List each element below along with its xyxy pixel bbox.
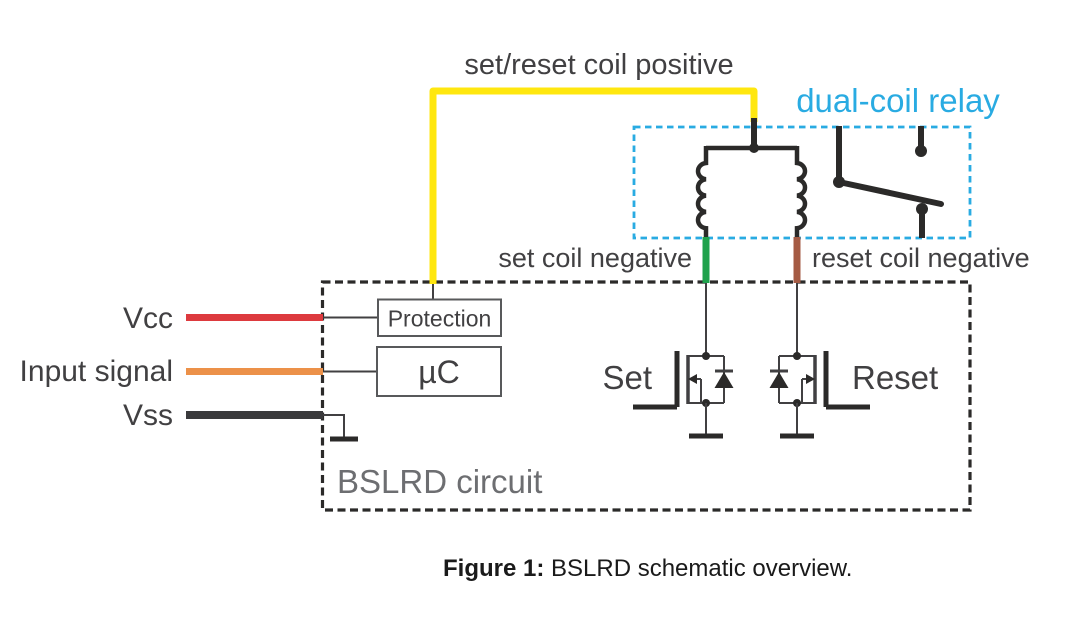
coil-positive-label: set/reset coil positive — [464, 49, 733, 81]
reset-coil-negative-label: reset coil negative — [812, 243, 1030, 273]
input-signal-label: Input signal — [20, 355, 173, 388]
set-label: Set — [602, 359, 652, 396]
mcu-box — [376, 346, 502, 397]
set-coil-symbol — [695, 146, 709, 239]
switch-upper-contact — [915, 145, 927, 157]
set-drain-junction — [702, 352, 710, 360]
set-coil-negative-label: set coil negative — [498, 243, 692, 273]
reset-mosfet-symbol — [769, 283, 870, 439]
reset-body-arrow-head — [806, 374, 815, 384]
protection-label: Protection — [388, 306, 492, 332]
set-body-arrow-head — [688, 374, 697, 384]
figure-caption-number: Figure 1: — [443, 555, 545, 582]
reset-drain-junction — [793, 352, 801, 360]
mcu-label: µC — [418, 354, 460, 390]
set-mosfet-symbol — [633, 283, 734, 439]
vcc-label: Vcc — [123, 302, 173, 335]
relay-title: dual-coil relay — [796, 82, 1000, 119]
vss-ground-stub — [322, 414, 345, 437]
bslrd-circuit-label: BSLRD circuit — [337, 463, 542, 500]
figure-caption: Figure 1: BSLRD schematic overview. — [443, 555, 852, 583]
reset-diode-triangle — [769, 372, 789, 388]
reset-coil-symbol — [794, 146, 808, 239]
set-diode-triangle — [714, 372, 734, 388]
figure-caption-text: BSLRD schematic overview. — [544, 555, 853, 582]
vss-label: Vss — [123, 399, 173, 432]
coil-positive-wire — [429, 87, 758, 284]
reset-label: Reset — [852, 359, 938, 396]
switch-lever — [836, 179, 944, 207]
relay-boundary — [632, 125, 972, 240]
protection-box — [377, 298, 502, 337]
